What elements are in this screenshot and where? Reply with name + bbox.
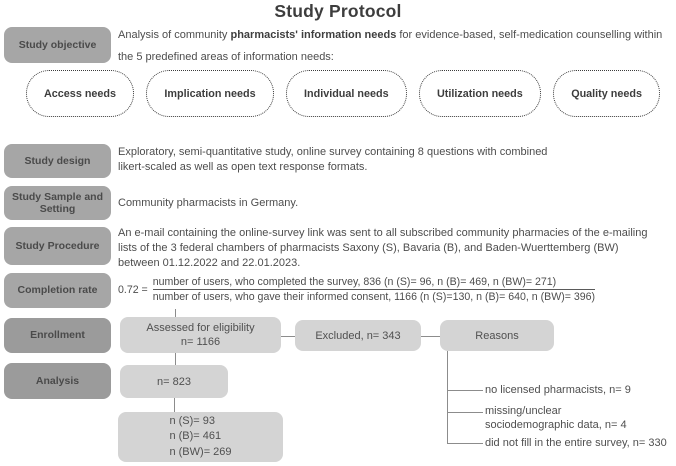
label-study-procedure: Study Procedure (4, 227, 111, 265)
label-study-design: Study design (4, 144, 111, 178)
reason-item-1: no licensed pharmacists, n= 9 (485, 384, 631, 396)
completion-rate-numerator: number of users, who completed the surve… (152, 276, 596, 290)
connector-assessed-to-excluded (281, 336, 295, 337)
connector-reason-3 (447, 443, 483, 444)
completion-rate-formula: 0.72 = number of users, who completed th… (118, 276, 596, 303)
flow-box-excluded: Excluded, n= 343 (295, 320, 421, 351)
connector-assessed-to-analyzed (175, 353, 176, 365)
page-title: Study Protocol (274, 1, 402, 21)
label-study-objective: Study objective (4, 27, 111, 63)
pill-individual-needs: Individual needs (286, 70, 407, 117)
label-study-procedure-text: Study Procedure (15, 239, 100, 252)
design-text: Exploratory, semi-quantitative study, on… (118, 146, 548, 173)
flow-box-assessed: Assessed for eligibility n= 1166 (120, 317, 281, 353)
label-completion-rate: Completion rate (4, 273, 111, 308)
completion-rate-denominator: number of users, who gave their informed… (152, 291, 596, 303)
label-study-design-text: Study design (24, 154, 91, 167)
objective-text-bold: pharmacists' information needs (230, 29, 397, 41)
flow-box-reasons: Reasons (440, 320, 554, 351)
reason-item-2: missing/unclear sociodemographic data, n… (485, 405, 627, 431)
objective-text-post: for evidence-based, self-medication coun… (118, 29, 663, 63)
connector-reasons-trunk (447, 351, 448, 443)
label-analysis: Analysis (4, 363, 111, 399)
connector-excluded-to-reasons (421, 336, 440, 337)
needs-pill-row: Access needs Implication needs Individua… (26, 70, 660, 117)
objective-text: Analysis of community pharmacists' infor… (118, 24, 674, 68)
objective-text-pre: Analysis of community (118, 29, 231, 41)
flow-box-by-state-text: n (S)= 93 n (B)= 461 n (BW)= 269 (169, 414, 232, 458)
flow-box-by-state: n (S)= 93 n (B)= 461 n (BW)= 269 (118, 412, 283, 462)
flow-box-analyzed: n= 823 (120, 365, 228, 398)
label-study-objective-text: Study objective (18, 38, 97, 51)
pill-access-needs: Access needs (26, 70, 135, 117)
completion-rate-fraction: number of users, who completed the surve… (152, 276, 596, 303)
sample-text: Community pharmacists in Germany. (118, 197, 299, 209)
connector-reason-1 (447, 390, 483, 391)
label-completion-rate-text: Completion rate (17, 284, 98, 297)
completion-rate-value: 0.72 = (118, 283, 148, 296)
connector-reason-2 (447, 412, 483, 413)
pill-implication-needs: Implication needs (146, 70, 274, 117)
reason-item-3: did not fill in the entire survey, n= 33… (485, 437, 667, 449)
pill-utilization-needs: Utilization needs (419, 70, 541, 117)
label-study-sample: Study Sample and Setting (4, 186, 111, 220)
connector-fraction-to-assessed (175, 309, 176, 317)
label-study-sample-text: Study Sample and Setting (11, 190, 104, 216)
connector-analyzed-to-by-state (174, 398, 175, 412)
label-enrollment: Enrollment (4, 318, 111, 353)
pill-quality-needs: Quality needs (553, 70, 660, 117)
label-analysis-text: Analysis (35, 374, 80, 387)
procedure-text: An e-mail containing the online-survey l… (118, 227, 648, 269)
label-enrollment-text: Enrollment (30, 329, 85, 342)
